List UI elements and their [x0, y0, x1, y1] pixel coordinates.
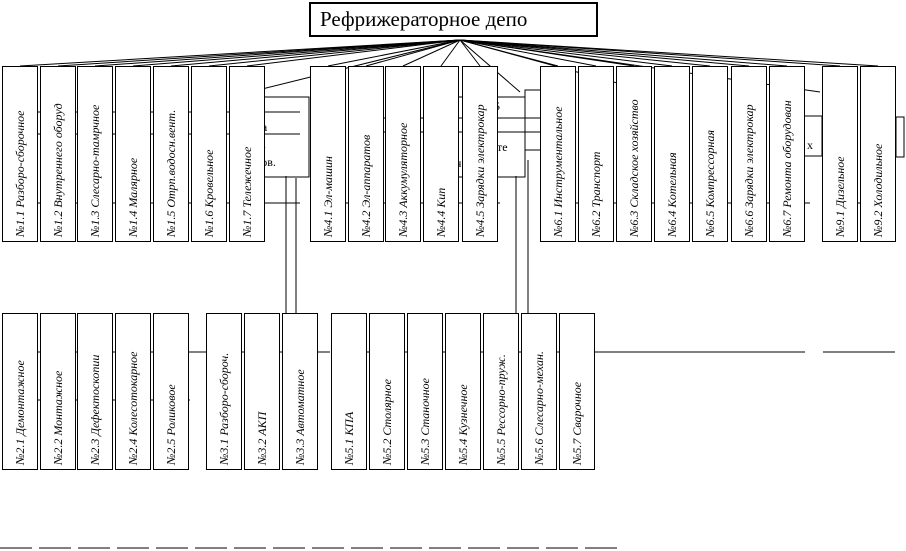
top_row-unit-label: №1.1 Разборо-сборочное	[13, 110, 27, 237]
bottom_row-unit-label: №5.6 Слесарно-механ.	[532, 351, 546, 465]
top_row-unit-label: №1.2 Внутреннего оборуд	[51, 103, 65, 237]
connector-line	[402, 39, 461, 67]
bottom_row-unit-box: №5.5 Рессорно-пруж.	[483, 313, 519, 470]
top_row-unit-label: №1.3 Слесарно-тамрчное	[88, 104, 102, 237]
top_row-unit-label: №4.2 Эл-аппаратов	[359, 134, 373, 237]
top_row-unit-box: №9.2 Холодильное	[860, 66, 896, 242]
top_row-unit-box: №1.3 Слесарно-тамрчное	[77, 66, 113, 242]
top_row-unit-label: №6.4 Котельная	[665, 152, 679, 237]
connector-line	[459, 39, 481, 67]
top_row-unit-label: №4.1 Эл-машин	[321, 156, 335, 237]
bottom_row-unit-label: №5.4 Кузнечное	[456, 384, 470, 465]
top_row-unit-box: №6.7 Ремонта оборудован	[769, 66, 805, 242]
bottom_row-unit-box: №3.1 Разборо-сбороч.	[206, 313, 242, 470]
top_row-unit-box: №4.5 Зарядки электрокар	[462, 66, 498, 242]
connector-line	[208, 39, 461, 67]
bottom_row-unit-label: №5.2 Столярное	[380, 379, 394, 465]
top_row-unit-box: №9.1 Дизельное	[822, 66, 858, 242]
bottom_row-unit-box: №2.2 Монтажное	[40, 313, 76, 470]
top_row-unit-box: №4.2 Эл-аппаратов	[348, 66, 384, 242]
top_row-unit-box: №6.3 Складское хозяйство	[616, 66, 652, 242]
top_row-unit-label: №6.1 Инструментальное	[551, 106, 565, 237]
top_row-unit-box: №4.1 Эл-машин	[310, 66, 346, 242]
bottom_row-unit-label: №2.5 Роликовое	[164, 384, 178, 465]
bottom_row-unit-label: №3.2 АКП	[255, 411, 269, 465]
depot-title-box: Рефрижераторное депо	[309, 2, 598, 37]
bottom_row-unit-label: №3.3 Автоматное	[293, 369, 307, 465]
bottom_row-unit-label: №3.1 Разборо-сбороч.	[217, 352, 231, 465]
top_row-unit-label: №4.3 Аккумуляторное	[396, 122, 410, 237]
bottom_row-unit-box: №2.4 Колесотокарное	[115, 313, 151, 470]
bottom_row-unit-label: №5.1 КПА	[342, 411, 356, 465]
hidden-group-box	[524, 89, 542, 151]
top_row-unit-label: №6.6 Зарядки электрокар	[742, 104, 756, 237]
top_row-unit-box: №1.1 Разборо-сборочное	[2, 66, 38, 242]
connector-line	[459, 39, 750, 67]
bottom_row-unit-box: №3.3 Автоматное	[282, 313, 318, 470]
bottom_row-unit-box: №5.7 Сварочное	[559, 313, 595, 470]
top_row-unit-label: №6.7 Ремонта оборудован	[780, 100, 794, 237]
connector-line	[327, 39, 461, 67]
top_row-unit-box: №1.7 Тележечное	[229, 66, 265, 242]
top_row-unit-box: №4.4 Кип	[423, 66, 459, 242]
hidden-text-fragment: те	[497, 140, 508, 154]
bottom_row-unit-box: №2.1 Демонтажное	[2, 313, 38, 470]
top_row-unit-box: №6.6 Зарядки электрокар	[731, 66, 767, 242]
top_row-unit-label: №1.4 Малярное	[126, 157, 140, 237]
connector-line	[440, 39, 461, 67]
connector-line	[459, 39, 673, 67]
connector-line	[459, 39, 711, 67]
top_row-unit-label: №6.5 Компрессорная	[703, 129, 717, 237]
bottom_row-unit-box: №5.2 Столярное	[369, 313, 405, 470]
top_row-unit-box: №6.5 Компрессорная	[692, 66, 728, 242]
top_row-unit-label: №6.3 Складское хозяйство	[627, 99, 641, 237]
top_row-unit-box: №4.3 Аккумуляторное	[385, 66, 421, 242]
connector-line	[246, 39, 461, 67]
top_row-unit-label: №9.2 Холодильное	[871, 143, 885, 237]
bottom_row-unit-label: №5.5 Рессорно-пруж.	[494, 354, 508, 465]
top_row-unit-label: №4.4 Кип	[434, 187, 448, 237]
connector-line	[459, 39, 597, 67]
top_row-unit-box: №1.2 Внутреннего оборуд	[40, 66, 76, 242]
bottom_row-unit-label: №2.2 Монтажное	[51, 370, 65, 465]
bottom_row-unit-label: №2.4 Колесотокарное	[126, 351, 140, 465]
top_row-unit-box: №6.4 Котельная	[654, 66, 690, 242]
bottom_row-unit-label: №5.7 Сварочное	[570, 381, 584, 465]
top_row-unit-box: №6.1 Инструментальное	[540, 66, 576, 242]
bottom_row-unit-label: №2.3 Дефектоскопии	[88, 354, 102, 465]
connector-line	[170, 39, 461, 67]
bottom_row-unit-box: №5.4 Кузнечное	[445, 313, 481, 470]
connector-line	[459, 39, 788, 67]
bottom_row-unit-label: №2.1 Демонтажное	[13, 360, 27, 465]
bottom_row-unit-label: №5.3 Станочное	[418, 378, 432, 465]
bottom_row-unit-box: №2.3 Дефектоскопии	[77, 313, 113, 470]
top_row-unit-box: №1.5 Отрп.водосн.вент.	[153, 66, 189, 242]
top_row-unit-box: №1.6 Кровельное	[191, 66, 227, 242]
connector-line	[459, 39, 879, 67]
bottom_row-unit-box: №5.6 Слесарно-механ.	[521, 313, 557, 470]
connector-line	[132, 39, 461, 67]
top_row-unit-label: №1.5 Отрп.водосн.вент.	[164, 109, 178, 237]
top_row-unit-label: №1.6 Кровельное	[202, 149, 216, 238]
top_row-unit-label: №6.2 Транспорт	[589, 151, 603, 237]
top_row-unit-box: №1.4 Малярное	[115, 66, 151, 242]
bottom_row-unit-box: №3.2 АКП	[244, 313, 280, 470]
hidden-group-box	[895, 116, 905, 158]
depot-title: Рефрижераторное депо	[320, 7, 528, 31]
connector-line	[94, 39, 461, 67]
hidden-text-fragment: х	[807, 138, 813, 152]
bottom_row-unit-box: №5.3 Станочное	[407, 313, 443, 470]
top_row-unit-label: №9.1 Дизельное	[833, 156, 847, 237]
top_row-unit-box: №6.2 Транспорт	[578, 66, 614, 242]
top_row-unit-label: №1.7 Тележечное	[240, 146, 254, 237]
bottom_row-unit-box: №5.1 КПА	[331, 313, 367, 470]
bottom_row-unit-box: №2.5 Роликовое	[153, 313, 189, 470]
top_row-unit-label: №4.5 Зарядки электрокар	[473, 104, 487, 237]
